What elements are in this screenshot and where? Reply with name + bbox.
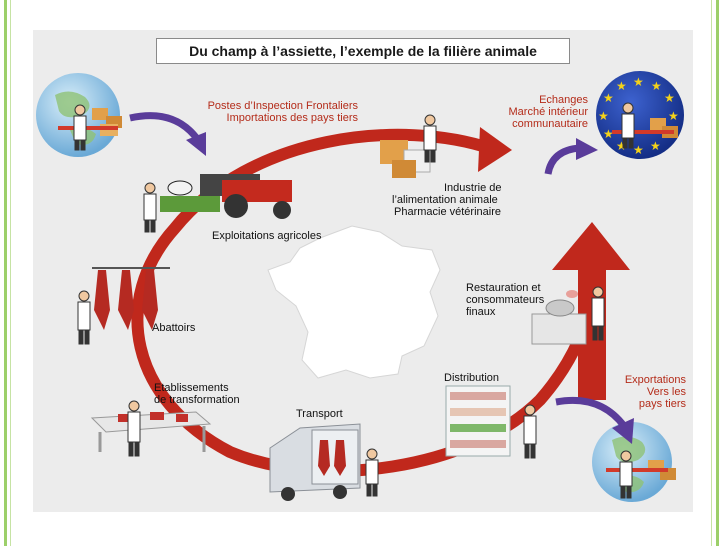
carcasses-icon xyxy=(92,267,170,330)
label-restauration: Restauration et consommateurs finaux xyxy=(466,282,544,318)
label-etablissements-line2: de transformation xyxy=(154,394,240,406)
diagram-title: Du champ à l’assiette, l’exemple de la f… xyxy=(156,38,570,64)
label-exploitations: Exploitations agricoles xyxy=(212,230,322,242)
svg-text:★: ★ xyxy=(668,109,679,123)
cycle-arrowhead-top xyxy=(478,127,512,172)
vet-figure-distribution xyxy=(523,404,537,459)
processing-table-icon xyxy=(90,411,212,452)
vet-figure-industry xyxy=(423,114,437,163)
left-border-thin-line xyxy=(10,0,11,546)
label-etablissements: Etablissements de transformation xyxy=(154,382,240,406)
label-transport: Transport xyxy=(296,408,343,420)
right-border-line xyxy=(716,0,719,546)
echanges-arrow xyxy=(544,144,581,175)
industry-boxes-icon xyxy=(380,140,431,178)
restaurant-stove-icon xyxy=(531,290,587,345)
label-echanges-line1: Echanges xyxy=(539,94,588,106)
export-arrow xyxy=(555,396,627,429)
vet-figure-abattoir xyxy=(77,290,91,345)
vet-figure-import xyxy=(73,104,87,151)
label-exportations-line2: Vers les xyxy=(646,386,686,398)
svg-text:★: ★ xyxy=(616,79,627,93)
label-echanges: Echanges Marché intérieur communautaire xyxy=(509,94,588,130)
label-echanges-line2: Marché intérieur xyxy=(508,106,588,118)
label-exportations: Exportations Vers les pays tiers xyxy=(625,374,686,410)
vet-figure-restaurant xyxy=(591,286,605,341)
france-map xyxy=(267,225,441,379)
vet-figure-transport xyxy=(365,448,379,497)
label-exportations-line1: Exportations xyxy=(624,374,686,386)
label-distribution: Distribution xyxy=(444,372,500,384)
shelves-icon xyxy=(445,385,511,457)
cycle-ring xyxy=(131,128,601,477)
label-industrie: Industrie de l’alimentation animale Phar… xyxy=(392,182,501,218)
svg-text:★: ★ xyxy=(598,109,609,123)
label-abattoirs: Abattoirs xyxy=(152,322,196,334)
svg-text:★: ★ xyxy=(616,139,627,153)
cycle-arrow-up xyxy=(552,222,630,400)
label-restauration-line1: Restauration et xyxy=(466,282,541,294)
label-inspection: Postes d’Inspection Frontaliers Importat… xyxy=(208,100,358,124)
label-inspection-line2: Importations des pays tiers xyxy=(226,112,358,124)
left-border-line xyxy=(4,0,7,546)
vet-figure-transformation xyxy=(127,400,141,457)
label-exportations-line3: pays tiers xyxy=(638,398,686,410)
svg-text:★: ★ xyxy=(603,127,614,141)
eu-flag-globe-icon: ★★★ ★★★ ★★★ ★★★ xyxy=(596,71,684,159)
label-inspection-line1: Postes d’Inspection Frontaliers xyxy=(207,100,358,112)
svg-text:★: ★ xyxy=(650,139,661,153)
label-etablissements-line1: Etablissements xyxy=(154,382,229,394)
svg-text:★: ★ xyxy=(664,91,675,105)
label-restauration-line3: finaux xyxy=(466,306,496,318)
svg-text:★: ★ xyxy=(633,143,644,157)
svg-text:★: ★ xyxy=(603,91,614,105)
label-industrie-line2: l’alimentation animale xyxy=(392,194,498,206)
svg-text:★: ★ xyxy=(651,79,662,93)
vet-figure-export xyxy=(619,450,633,499)
import-arrow xyxy=(129,112,201,143)
label-restauration-line2: consommateurs xyxy=(466,294,545,306)
crates-export-icon xyxy=(606,460,676,480)
label-echanges-line3: communautaire xyxy=(512,118,588,130)
crates-eu-icon xyxy=(612,118,678,138)
label-industrie-line1: Industrie de xyxy=(444,182,502,194)
label-industrie-line3: Pharmacie vétérinaire xyxy=(394,206,501,218)
svg-text:★: ★ xyxy=(633,75,644,89)
vet-figure-farm xyxy=(143,182,157,233)
vet-figure-eu xyxy=(621,102,635,149)
right-border-thin-line xyxy=(711,0,712,546)
crates-import-icon xyxy=(58,108,122,136)
truck-icon xyxy=(269,423,361,501)
tractor-icon xyxy=(160,174,292,219)
